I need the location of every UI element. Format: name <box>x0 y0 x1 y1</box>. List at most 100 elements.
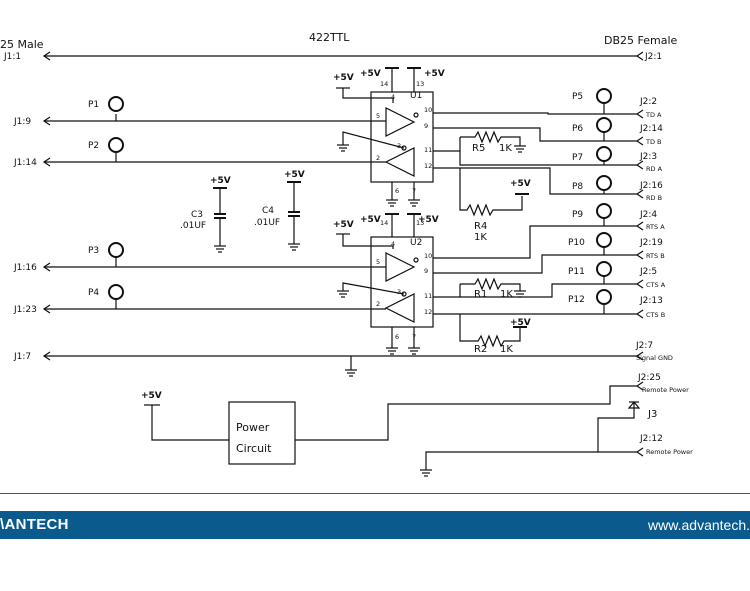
brand-logo: \ANTECH <box>0 516 69 533</box>
test-point-label: P12 <box>568 295 585 305</box>
resistor-label: R1 <box>474 289 487 300</box>
chip-pin-number: 2 <box>376 154 380 162</box>
test-point-label: P1 <box>88 100 99 110</box>
chip-pin-number: 12 <box>424 162 432 170</box>
supply-label: +5V <box>210 176 231 186</box>
chip-u1-label: U1 <box>410 91 422 101</box>
test-point <box>596 261 612 277</box>
test-point <box>596 146 612 162</box>
left-pin-label: J1:23 <box>13 305 37 315</box>
test-point <box>108 284 124 300</box>
capacitor-label: C3 <box>191 210 203 220</box>
test-point <box>596 117 612 133</box>
supply-label: +5V <box>333 220 354 230</box>
jumper-label: J3 <box>647 409 657 420</box>
right-pin-label: J2:3 <box>639 152 657 162</box>
left-pin-label: J1:1 <box>3 52 21 62</box>
supply-label: +5V <box>360 215 381 225</box>
chip-pin-number: 14 <box>380 219 388 227</box>
test-point-label: P10 <box>568 238 585 248</box>
capacitor-value: .01UF <box>180 221 206 231</box>
supply-label: +5V <box>141 391 162 401</box>
right-pin-label: J2:25 <box>637 373 661 383</box>
right-pin-label: J2:13 <box>639 296 663 306</box>
footer-divider <box>0 493 750 494</box>
right-pin-desc: TD B <box>645 138 662 146</box>
resistor-value: 1K <box>500 344 513 355</box>
right-pin-desc: RD B <box>646 194 662 202</box>
right-pin-desc: Remote Power <box>646 448 693 456</box>
chip-pin-number: 11 <box>424 146 432 154</box>
chip-pin-number: 6 <box>395 333 399 341</box>
chip-u2-label: U2 <box>410 238 422 248</box>
test-point-label: P7 <box>572 153 583 163</box>
diagram-title: 422TTL <box>309 31 350 44</box>
resistor-value: 1K <box>500 289 513 300</box>
right-connector-label: DB25 Female <box>604 34 678 47</box>
chip-pin-number: 6 <box>395 187 399 195</box>
right-pin-label: J2:4 <box>639 210 657 220</box>
left-pin-label: J1:14 <box>13 158 37 168</box>
right-pin-label: J2:12 <box>639 434 663 444</box>
chip-pin-number: 9 <box>424 267 428 275</box>
website-link[interactable]: www.advantech. <box>648 517 750 533</box>
chip-pin-number: 4 <box>391 240 395 248</box>
chip-pin-number: 11 <box>424 292 432 300</box>
chip-pin-number: 12 <box>424 308 432 316</box>
right-pin-label: J2:14 <box>639 124 663 134</box>
chip-pin-number: 10 <box>424 252 432 260</box>
chip-pin-number: 9 <box>424 122 428 130</box>
test-point-label: P9 <box>572 210 583 220</box>
test-point <box>596 88 612 104</box>
right-pin-desc: Remote Power <box>642 386 689 394</box>
chip-pin-number: 5 <box>376 112 380 120</box>
test-point <box>108 137 124 153</box>
supply-label: +5V <box>284 170 305 180</box>
test-point <box>108 242 124 258</box>
test-point <box>596 175 612 191</box>
left-connector-label: DB25 Male <box>0 38 44 51</box>
supply-label: +5V <box>510 179 531 189</box>
right-pin-desc: RTS B <box>646 252 665 260</box>
right-pin-desc: Signal GND <box>636 354 673 362</box>
power-block-line2: Circuit <box>236 442 272 455</box>
chip-pin-number: 3 <box>397 142 401 150</box>
supply-label: +5V <box>333 73 354 83</box>
test-point <box>596 232 612 248</box>
right-pin-label: J2:16 <box>639 181 663 191</box>
chip-pin-number: 2 <box>376 300 380 308</box>
left-pin-label: J1:16 <box>13 263 37 273</box>
right-pin-desc: RTS A <box>646 223 665 231</box>
test-point-label: P11 <box>568 267 585 277</box>
resistor-label: R4 <box>474 221 487 232</box>
test-point-label: P6 <box>572 124 583 134</box>
test-point-label: P3 <box>88 246 99 256</box>
resistor-label: R2 <box>474 344 487 355</box>
power-circuit-block <box>228 401 296 465</box>
right-pin-label: J2:1 <box>644 52 662 62</box>
power-block-line1: Power <box>236 421 270 434</box>
left-pin-label: J1:9 <box>13 117 31 127</box>
chip-pin-number: 13 <box>416 219 424 227</box>
test-point-label: P8 <box>572 182 583 192</box>
right-pin-label: J2:5 <box>639 267 657 277</box>
test-point-label: P2 <box>88 141 99 151</box>
resistor-value: 1K <box>499 143 512 154</box>
capacitor-value: .01UF <box>254 218 280 228</box>
right-pin-label: J2:7 <box>635 341 653 351</box>
test-point <box>596 203 612 219</box>
right-pin-desc: CTS B <box>646 311 665 319</box>
test-point-label: P5 <box>572 92 583 102</box>
chip-pin-number: 13 <box>416 80 424 88</box>
right-pin-label: J2:2 <box>639 97 657 107</box>
supply-label: +5V <box>510 318 531 328</box>
supply-label: +5V <box>360 69 381 79</box>
chip-pin-number: 4 <box>391 93 395 101</box>
capacitor-label: C4 <box>262 206 274 216</box>
chip-pin-number: 10 <box>424 106 432 114</box>
right-pin-desc: RD A <box>646 165 663 173</box>
right-pin-desc: CTS A <box>646 281 666 289</box>
supply-label: +5V <box>418 215 439 225</box>
supply-label: +5V <box>424 69 445 79</box>
